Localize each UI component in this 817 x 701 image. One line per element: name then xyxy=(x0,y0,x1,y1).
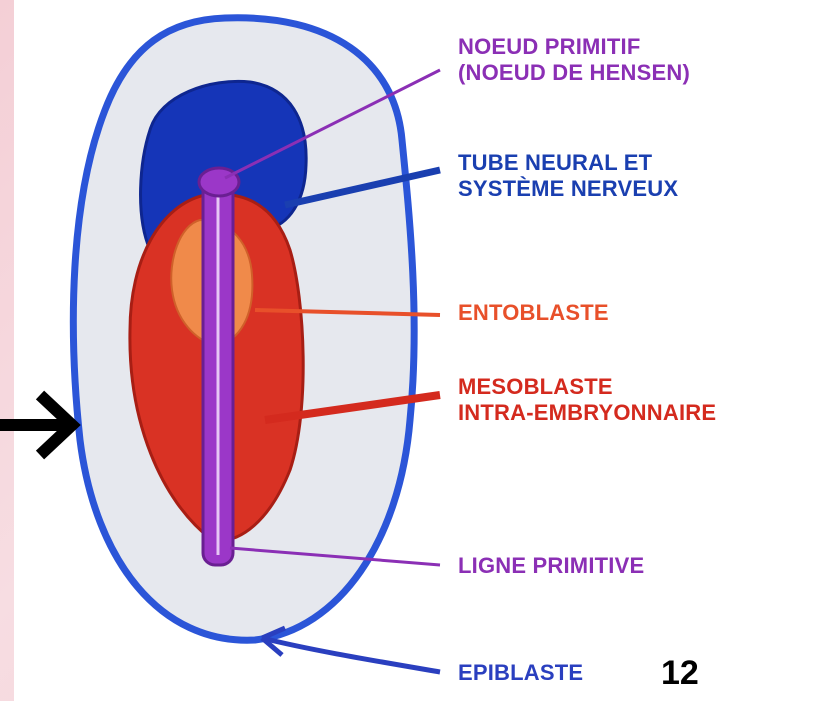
label-tube-neural: TUBE NEURAL ET SYSTÈME NERVEUX xyxy=(458,150,678,202)
page-number: 12 xyxy=(661,654,699,693)
arrow-right-icon xyxy=(0,395,72,455)
label-epiblaste: EPIBLASTE xyxy=(458,660,583,686)
leader-epiblaste xyxy=(262,638,440,672)
label-entoblaste: ENTOBLASTE xyxy=(458,300,609,326)
label-mesoblaste: MESOBLASTE INTRA-EMBRYONNAIRE xyxy=(458,374,716,426)
primitive-node xyxy=(199,168,239,196)
label-ligne-primitive: LIGNE PRIMITIVE xyxy=(458,553,644,579)
label-noeud-primitif: NOEUD PRIMITIF (NOEUD DE HENSEN) xyxy=(458,34,690,86)
